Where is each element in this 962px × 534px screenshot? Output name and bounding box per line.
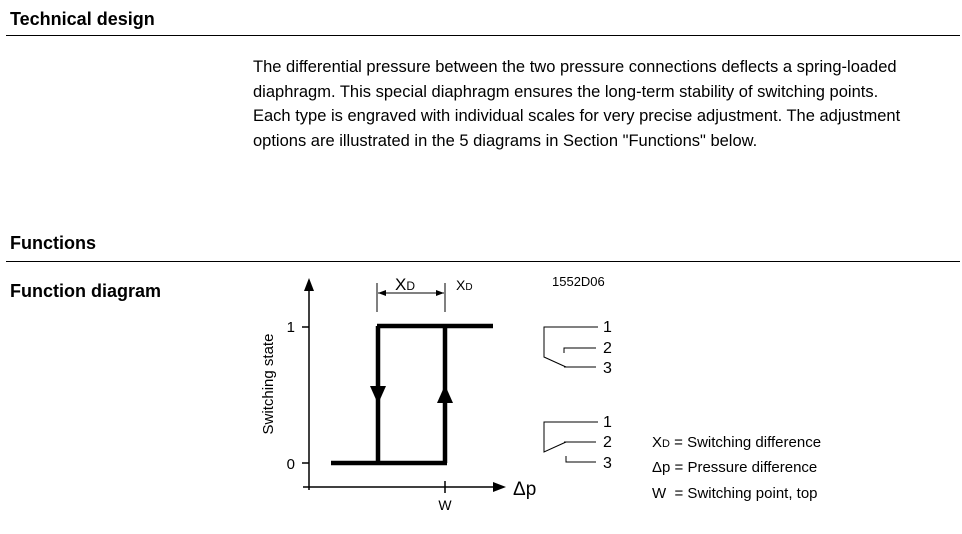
technical-design-text: The differential pressure between the tw… bbox=[253, 55, 953, 153]
x-tick-label-w: W bbox=[438, 497, 452, 513]
xd-dim-arrow-right-icon bbox=[436, 290, 444, 296]
hysteresis-curve bbox=[331, 323, 493, 466]
legend-item: Δp = Pressure difference bbox=[652, 459, 817, 476]
xd-dim-arrow-left-icon bbox=[378, 290, 386, 296]
contact-symbol-top bbox=[543, 326, 598, 368]
contact-bottom-label-1: 1 bbox=[603, 414, 612, 431]
y-tick-label-low: 0 bbox=[287, 456, 295, 473]
diagram-code: 1552D06 bbox=[552, 274, 605, 289]
arrow-down-icon bbox=[370, 386, 386, 404]
section-divider bbox=[6, 35, 960, 36]
legend: XD = Switching difference Δp = Pressure … bbox=[652, 434, 821, 502]
x-axis-label: Δp bbox=[513, 479, 536, 500]
contact-bottom-label-2: 2 bbox=[603, 434, 612, 451]
x-axis-arrow-icon bbox=[493, 482, 506, 492]
xd-label-right: XD bbox=[456, 277, 473, 293]
paragraph: The differential pressure between the tw… bbox=[253, 58, 897, 101]
paragraph: Each type is engraved with individual sc… bbox=[253, 107, 901, 150]
y-axis-label: Switching state bbox=[260, 334, 277, 435]
contact-top-label-2: 2 bbox=[603, 340, 612, 357]
contact-bottom-label-3: 3 bbox=[603, 455, 612, 472]
contact-symbol-bottom bbox=[543, 421, 598, 463]
function-diagram-title: Function diagram bbox=[10, 281, 162, 301]
y-axis-arrow-icon bbox=[304, 278, 314, 291]
y-tick-label-high: 1 bbox=[287, 319, 295, 336]
contact-top-label-3: 3 bbox=[603, 360, 612, 377]
legend-item: W = Switching point, top bbox=[652, 485, 818, 502]
legend-item: XD = Switching difference bbox=[652, 434, 821, 451]
contact-top-label-1: 1 bbox=[603, 319, 612, 336]
arrow-up-icon bbox=[437, 385, 453, 403]
section-title-technical-design: Technical design bbox=[10, 9, 155, 29]
section-divider bbox=[6, 261, 960, 262]
section-title-functions: Functions bbox=[10, 233, 96, 253]
xd-label-main: XD bbox=[395, 275, 415, 294]
